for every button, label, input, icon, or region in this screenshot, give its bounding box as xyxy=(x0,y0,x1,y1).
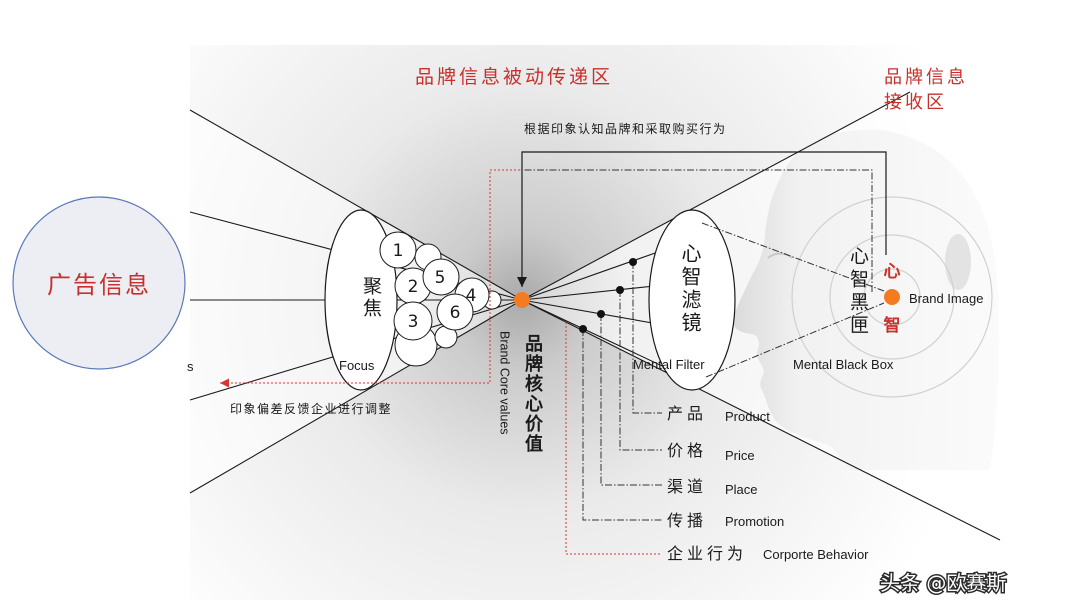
cluster-number-6: 6 xyxy=(450,303,461,323)
cluster-circle-5 xyxy=(422,258,460,296)
mental-black-box-label-zh: 心智黑匣 xyxy=(847,246,869,338)
touchpoint-place-en: Place xyxy=(725,482,758,497)
focus-ellipse xyxy=(324,209,398,391)
cluster-circle-3 xyxy=(393,301,433,341)
mental-filter-label-zh: 心智滤镜 xyxy=(678,243,702,335)
cut-off-label: s xyxy=(187,359,194,374)
middle-ring xyxy=(829,234,955,360)
cluster-circle-6 xyxy=(436,293,474,331)
touchpoint-product-zh: 产品 xyxy=(667,404,707,423)
outer-ring xyxy=(791,196,993,398)
heart-label: 心 xyxy=(884,262,901,282)
core-value-label-zh: 品牌核心价值 xyxy=(522,334,543,454)
inner-ring xyxy=(863,268,921,326)
face-profile-silhouette xyxy=(732,129,1000,470)
mind-label: 智 xyxy=(884,315,901,336)
dot-place xyxy=(597,310,605,318)
cluster-number-1: 1 xyxy=(393,241,404,261)
touchpoint-price-zh: 价格 xyxy=(667,441,707,460)
focus-circle-cluster xyxy=(379,231,502,367)
cluster-number-2: 2 xyxy=(408,277,419,297)
touchpoint-promotion-en: Promotion xyxy=(725,514,784,529)
ray-left-top xyxy=(189,109,523,301)
receive-zone-title-line2: 接收区 xyxy=(884,92,947,113)
ad-info-label: 广告信息 xyxy=(47,271,151,299)
core-value-label-en: Brand Core values xyxy=(497,331,512,435)
ray-left-bottom xyxy=(189,299,523,494)
purchase-feedback-label: 根据印象认知品牌和采取购买行为 xyxy=(524,121,727,136)
passive-zone-title: 品牌信息被动传递区 xyxy=(415,66,613,88)
ray-right-top xyxy=(521,91,911,301)
receive-zone-title-line1: 品牌信息 xyxy=(884,67,968,88)
brand-core-focal-dot xyxy=(514,292,530,308)
leader-product xyxy=(632,262,662,414)
brand-image-dot xyxy=(884,289,900,305)
touchpoint-corporate-en: Corporte Behavior xyxy=(763,547,869,562)
face-eye-shade xyxy=(767,252,793,259)
ad-info-circle xyxy=(12,196,186,370)
purchase-feedback-arrow xyxy=(517,151,887,287)
impression-dashdot-line xyxy=(520,169,873,292)
cluster-number-3: 3 xyxy=(408,312,419,332)
ray-right-bottom xyxy=(521,299,1001,541)
dot-price xyxy=(616,286,624,294)
touchpoint-price-en: Price xyxy=(725,448,755,463)
touchpoint-promotion-zh: 传播 xyxy=(667,511,707,530)
adjust-feedback-label: 印象偏差反馈企业进行调整 xyxy=(230,401,392,416)
mental-filter-ellipse xyxy=(648,209,736,391)
cluster-numbers: 1 2 5 4 3 6 xyxy=(393,241,477,332)
face-ear xyxy=(945,234,971,290)
touchpoint-dots xyxy=(579,258,637,333)
touchpoint-leaders xyxy=(582,262,662,521)
focus-label-zh: 聚焦 xyxy=(360,276,382,320)
filter-to-box-top-line xyxy=(701,222,885,292)
cluster-circle-1 xyxy=(379,231,417,269)
leader-promotion xyxy=(582,329,662,521)
mental-black-box-rings xyxy=(791,196,993,398)
dot-promotion xyxy=(579,325,587,333)
adjust-feedback-arrow xyxy=(220,169,520,388)
touchpoint-place-zh: 渠道 xyxy=(667,477,707,496)
watermark: 头条 @欧赛斯 xyxy=(880,571,1006,595)
mental-filter-label-en: Mental Filter xyxy=(633,357,705,372)
leader-corporate-behavior xyxy=(565,322,662,555)
cluster-number-4: 4 xyxy=(466,286,477,306)
mental-black-box-label-en: Mental Black Box xyxy=(793,357,894,372)
touchpoint-corporate-zh: 企业行为 xyxy=(667,544,747,563)
focus-label-en: Focus xyxy=(339,358,375,373)
leader-price xyxy=(619,290,662,451)
leader-place xyxy=(600,314,662,486)
brand-image-label: Brand Image xyxy=(909,291,983,306)
dot-product xyxy=(629,258,637,266)
touchpoint-product-en: Product xyxy=(725,409,770,424)
cluster-number-5: 5 xyxy=(435,268,446,288)
